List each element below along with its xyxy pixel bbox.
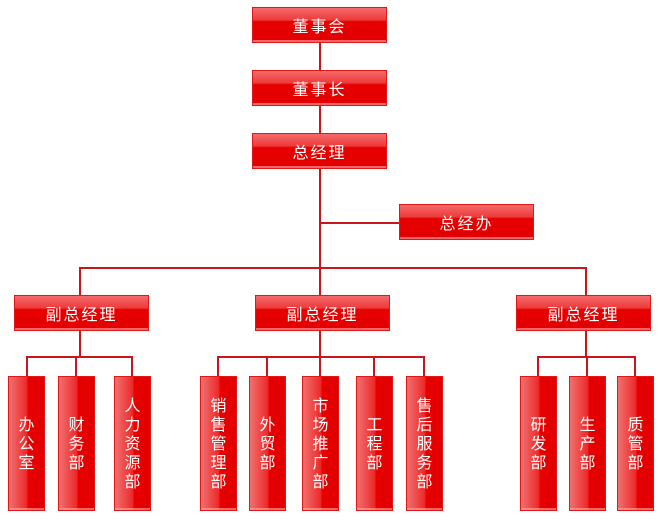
- node-label: 董事会: [292, 17, 347, 36]
- connector-line: [585, 267, 587, 295]
- node-department[interactable]: 售后服务部: [406, 376, 443, 511]
- node-department[interactable]: 生产部: [569, 376, 606, 511]
- node-label: 售后服务部: [416, 396, 433, 491]
- connector-line: [373, 356, 375, 376]
- node-label: 总经办: [439, 214, 494, 233]
- connector-line: [423, 356, 425, 376]
- node-label: 财务部: [68, 415, 85, 472]
- node-department[interactable]: 销售管理部: [200, 376, 237, 511]
- node-general-manager[interactable]: 总经理: [252, 133, 387, 169]
- node-label: 副总经理: [286, 305, 359, 324]
- node-label: 研发部: [530, 415, 547, 472]
- node-label: 销售管理部: [210, 396, 227, 491]
- node-label: 副总经理: [45, 305, 118, 324]
- node-deputy-gm[interactable]: 副总经理: [14, 295, 149, 331]
- connector-line: [26, 356, 132, 358]
- node-label: 人力资源部: [124, 396, 141, 491]
- node-department[interactable]: 办公室: [8, 376, 45, 511]
- node-deputy-gm[interactable]: 副总经理: [255, 295, 390, 331]
- node-department[interactable]: 市场推广部: [302, 376, 339, 511]
- connector-line: [319, 356, 321, 376]
- node-label: 生产部: [579, 415, 596, 472]
- node-label: 市场推广部: [312, 396, 329, 491]
- node-label: 质管部: [627, 415, 644, 472]
- connector-line: [320, 222, 400, 224]
- node-label: 办公室: [18, 415, 35, 472]
- node-label: 副总经理: [547, 305, 620, 324]
- node-department[interactable]: 外贸部: [249, 376, 286, 511]
- connector-line: [26, 356, 28, 376]
- connector-line: [79, 330, 81, 357]
- node-board[interactable]: 董事会: [252, 7, 387, 43]
- connector-line: [79, 267, 81, 295]
- node-deputy-gm[interactable]: 副总经理: [516, 295, 651, 331]
- connector-line: [585, 330, 587, 357]
- connector-line: [217, 356, 219, 376]
- node-label: 董事长: [292, 80, 347, 99]
- node-label: 总经理: [292, 143, 347, 162]
- node-department[interactable]: 财务部: [58, 376, 95, 511]
- connector-line: [634, 356, 636, 376]
- node-label: 工程部: [366, 415, 383, 472]
- node-department[interactable]: 人力资源部: [114, 376, 151, 511]
- node-gm-office[interactable]: 总经办: [399, 204, 534, 240]
- connector-line: [266, 356, 268, 376]
- node-department[interactable]: 质管部: [617, 376, 654, 511]
- node-label: 外贸部: [259, 415, 276, 472]
- connector-line: [79, 267, 587, 269]
- connector-line: [586, 356, 588, 376]
- connector-line: [537, 356, 539, 376]
- connector-line: [131, 356, 133, 376]
- connector-line: [217, 356, 425, 358]
- node-department[interactable]: 研发部: [520, 376, 557, 511]
- connector-line: [319, 330, 321, 357]
- node-department[interactable]: 工程部: [356, 376, 393, 511]
- node-chairman[interactable]: 董事长: [252, 70, 387, 106]
- connector-line: [75, 356, 77, 376]
